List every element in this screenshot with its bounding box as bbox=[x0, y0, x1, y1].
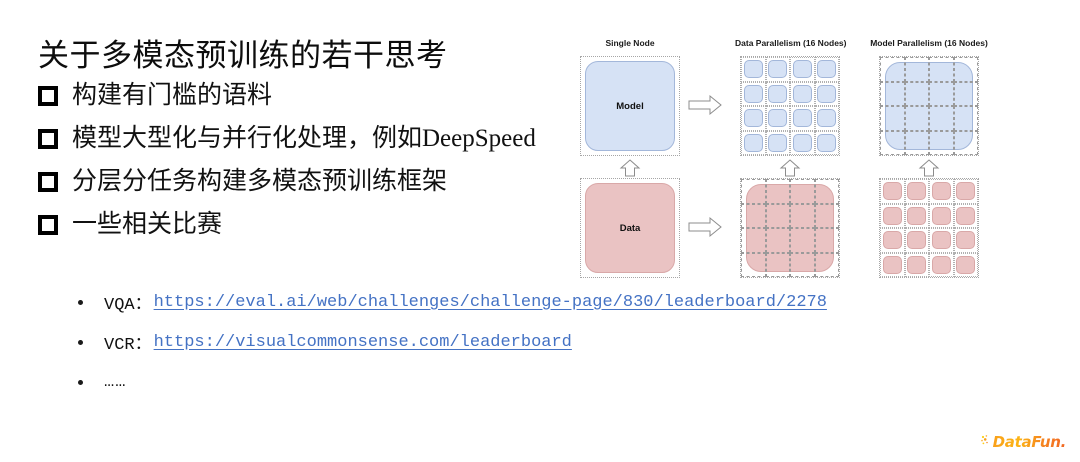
bullet-list: 构建有门槛的语料 模型大型化与并行化处理，例如DeepSpeed 分层分任务构建… bbox=[38, 74, 598, 246]
node-cell bbox=[790, 81, 815, 106]
datafun-logo-text: DataFun. bbox=[992, 433, 1067, 451]
node-cell bbox=[741, 130, 766, 155]
node-cell bbox=[953, 252, 978, 277]
node-cell bbox=[790, 106, 815, 131]
node-cell bbox=[929, 203, 954, 228]
sub-bullet-label: VCR： bbox=[104, 336, 152, 355]
node-cell bbox=[765, 81, 790, 106]
model-shard-box bbox=[885, 62, 973, 150]
slide-text-panel: 关于多模态预训练的若干思考 构建有门槛的语料 模型大型化与并行化处理，例如Dee… bbox=[38, 38, 827, 392]
right-arrow-icon bbox=[688, 216, 722, 238]
data-shard-box bbox=[746, 184, 834, 272]
node-cell bbox=[904, 252, 929, 277]
bullet-item-label: 一些相关比赛 bbox=[72, 211, 223, 238]
sparkle-icon bbox=[980, 433, 992, 451]
bullet-item-4: 一些相关比赛 bbox=[38, 203, 598, 246]
sub-bullet-item-vcr: VCR： https://visualcommonsense.com/leade… bbox=[78, 322, 978, 362]
column-title: Data Parallelism (16 Nodes) bbox=[735, 38, 847, 48]
square-bullet-icon bbox=[38, 214, 58, 235]
diagram-column-data-parallelism: Data Parallelism (16 Nodes) bbox=[735, 36, 847, 278]
node-cell bbox=[880, 203, 905, 228]
node-cell bbox=[765, 57, 790, 82]
sub-bullet-item-vqa: VQA： https://eval.ai/web/challenges/chal… bbox=[78, 282, 978, 322]
node-cell bbox=[790, 57, 815, 82]
node-cell bbox=[953, 179, 978, 204]
dot-bullet-icon bbox=[78, 379, 83, 385]
diagram-column-model-parallelism: Model Parallelism (16 Nodes) bbox=[870, 36, 988, 278]
bullet-item-label: 模型大型化与并行化处理，例如DeepSpeed bbox=[72, 125, 536, 152]
vqa-leaderboard-link[interactable]: https://eval.ai/web/challenges/challenge… bbox=[153, 292, 827, 312]
model-parallel-data-replicas bbox=[879, 178, 979, 278]
data-parallel-data-shards bbox=[740, 178, 840, 278]
node-cell bbox=[741, 57, 766, 82]
column-title: Single Node bbox=[605, 38, 655, 48]
model-parallel-model-shards bbox=[879, 56, 979, 156]
node-cell bbox=[929, 252, 954, 277]
single-node-data-panel: Data bbox=[580, 178, 680, 278]
data-box-label: Data bbox=[619, 222, 641, 234]
node-cell bbox=[904, 228, 929, 253]
node-cell bbox=[765, 106, 790, 131]
bullet-item-label: 分层分任务构建多模态预训练框架 bbox=[72, 168, 448, 195]
model-box: Model bbox=[585, 61, 675, 151]
square-bullet-icon bbox=[38, 128, 58, 149]
node-cell bbox=[880, 228, 905, 253]
datafun-logo: DataFun. bbox=[980, 432, 1066, 452]
bullet-item-2: 模型大型化与并行化处理，例如DeepSpeed bbox=[38, 117, 598, 160]
node-cell bbox=[904, 179, 929, 204]
node-cell bbox=[814, 81, 839, 106]
up-arrow-icon bbox=[619, 159, 641, 177]
bullet-item-1: 构建有门槛的语料 bbox=[38, 74, 598, 117]
bullet-item-label: 构建有门槛的语料 bbox=[72, 82, 273, 109]
bullet-item-3: 分层分任务构建多模态预训练框架 bbox=[38, 160, 598, 203]
dot-bullet-icon bbox=[78, 339, 83, 345]
node-cell bbox=[741, 106, 766, 131]
right-arrow-icon bbox=[688, 94, 722, 116]
square-bullet-icon bbox=[38, 171, 58, 192]
data-parallel-model-replicas bbox=[740, 56, 840, 156]
sub-bullet-label: VQA： bbox=[104, 296, 152, 315]
sub-bullet-label: …… bbox=[104, 372, 127, 392]
node-cell bbox=[790, 130, 815, 155]
node-cell bbox=[741, 81, 766, 106]
vcr-leaderboard-link[interactable]: https://visualcommonsense.com/leaderboar… bbox=[153, 332, 572, 352]
square-bullet-icon bbox=[38, 85, 58, 106]
node-cell bbox=[814, 57, 839, 82]
page-title: 关于多模态预训练的若干思考 bbox=[38, 38, 448, 73]
node-cell bbox=[814, 130, 839, 155]
parallelism-diagram: Single Node Model Data bbox=[570, 36, 1020, 286]
dot-bullet-icon bbox=[78, 299, 83, 305]
sub-bullet-list: VQA： https://eval.ai/web/challenges/chal… bbox=[78, 282, 978, 402]
single-node-model-panel: Model bbox=[580, 56, 680, 156]
diagram-column-single-node: Single Node Model Data bbox=[570, 36, 722, 278]
column-title: Model Parallelism (16 Nodes) bbox=[870, 38, 988, 48]
up-arrow-icon bbox=[918, 159, 940, 177]
sub-bullet-item-more: …… bbox=[78, 362, 978, 402]
node-cell bbox=[814, 106, 839, 131]
node-cell bbox=[880, 179, 905, 204]
node-cell bbox=[953, 203, 978, 228]
node-cell bbox=[929, 228, 954, 253]
node-cell bbox=[880, 252, 905, 277]
node-cell bbox=[929, 179, 954, 204]
node-cell bbox=[904, 203, 929, 228]
model-box-label: Model bbox=[616, 100, 644, 112]
node-cell bbox=[765, 130, 790, 155]
up-arrow-icon bbox=[779, 159, 801, 177]
data-box: Data bbox=[585, 183, 675, 273]
node-cell bbox=[953, 228, 978, 253]
